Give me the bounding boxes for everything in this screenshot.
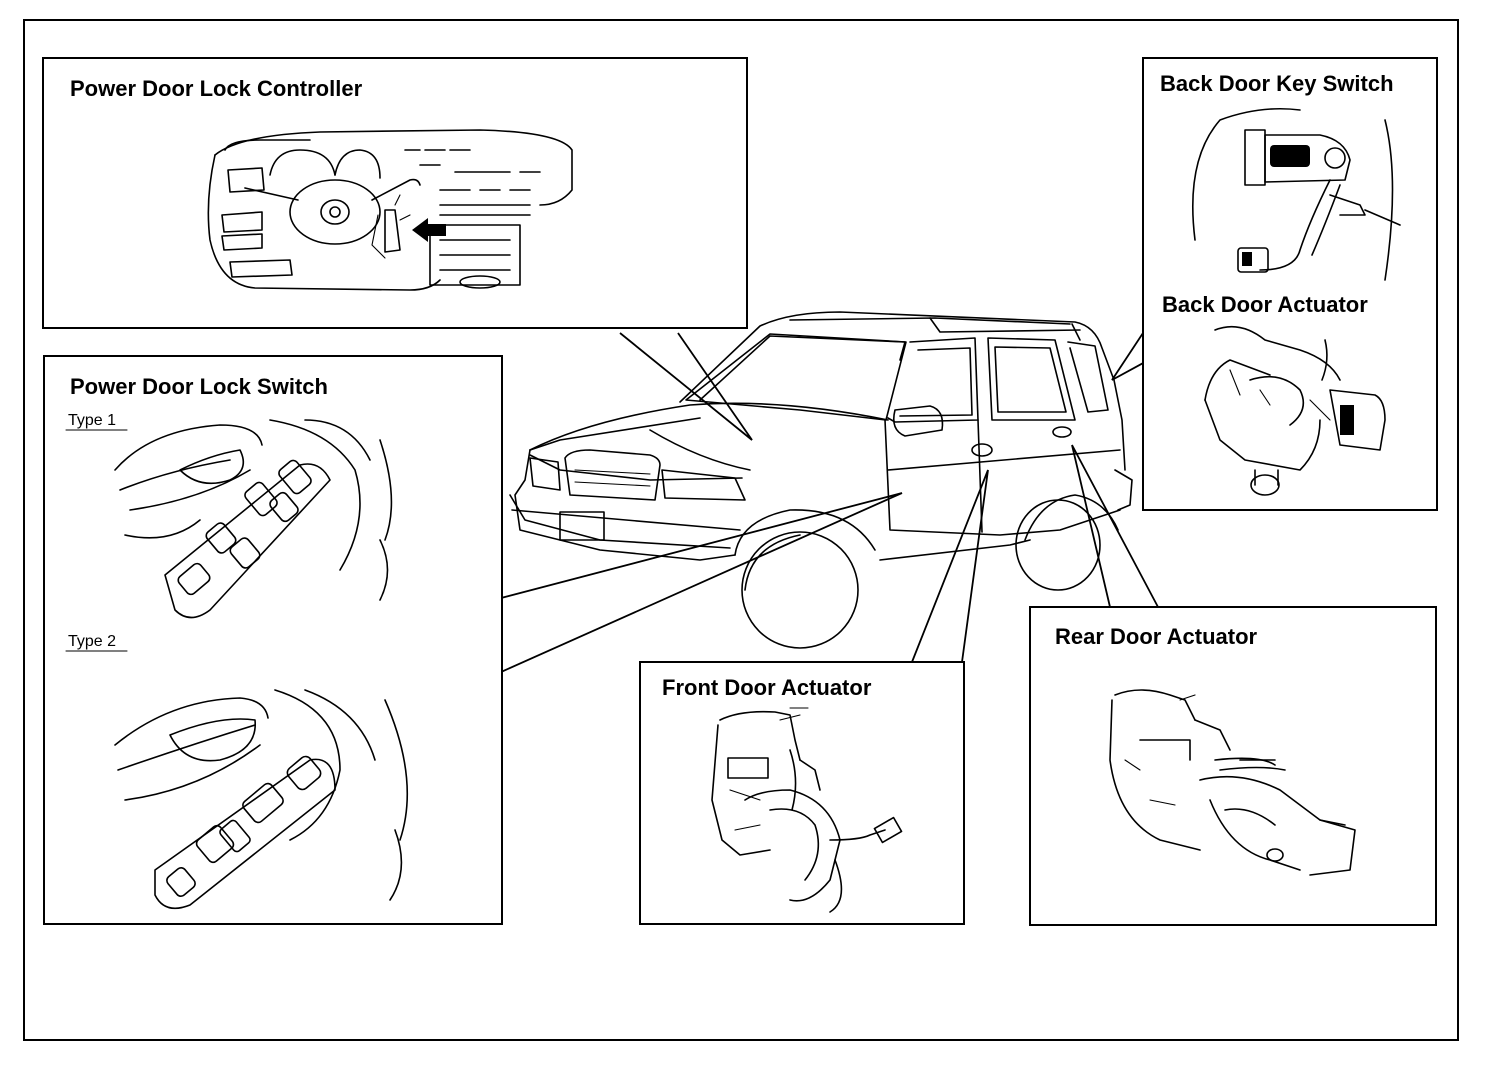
- vehicle-illustration: [509, 311, 1133, 649]
- key-switch-illustration: [1192, 108, 1401, 281]
- front-actuator-illustration: [711, 707, 903, 913]
- type1-switch-illustration: [114, 419, 393, 619]
- back-key-switch-title: Back Door Key Switch: [1160, 71, 1394, 96]
- leader-lines: [500, 329, 1159, 673]
- lock-switch-callout: Power Door Lock Switch Type 1 Type 2: [43, 355, 503, 925]
- type2-switch-illustration: [114, 689, 409, 910]
- diagram-frame: [23, 19, 1459, 1041]
- back-actuator-illustration: [1204, 325, 1386, 496]
- instrument-panel-illustration: [207, 129, 573, 291]
- type1-label: Type 1: [68, 412, 116, 429]
- back-door-callout: Back Door Key Switch Back Door Actuator: [1142, 57, 1438, 511]
- lock-switch-title: Power Door Lock Switch: [70, 374, 328, 399]
- back-actuator-title: Back Door Actuator: [1162, 292, 1368, 317]
- front-actuator-title: Front Door Actuator: [662, 675, 872, 700]
- front-actuator-callout: Front Door Actuator: [639, 661, 965, 925]
- controller-callout: Power Door Lock Controller: [42, 57, 748, 329]
- rear-actuator-title: Rear Door Actuator: [1055, 624, 1258, 649]
- controller-title: Power Door Lock Controller: [70, 76, 363, 101]
- type2-label: Type 2: [68, 633, 116, 650]
- rear-actuator-illustration: [1109, 689, 1356, 876]
- rear-actuator-callout: Rear Door Actuator: [1029, 606, 1437, 926]
